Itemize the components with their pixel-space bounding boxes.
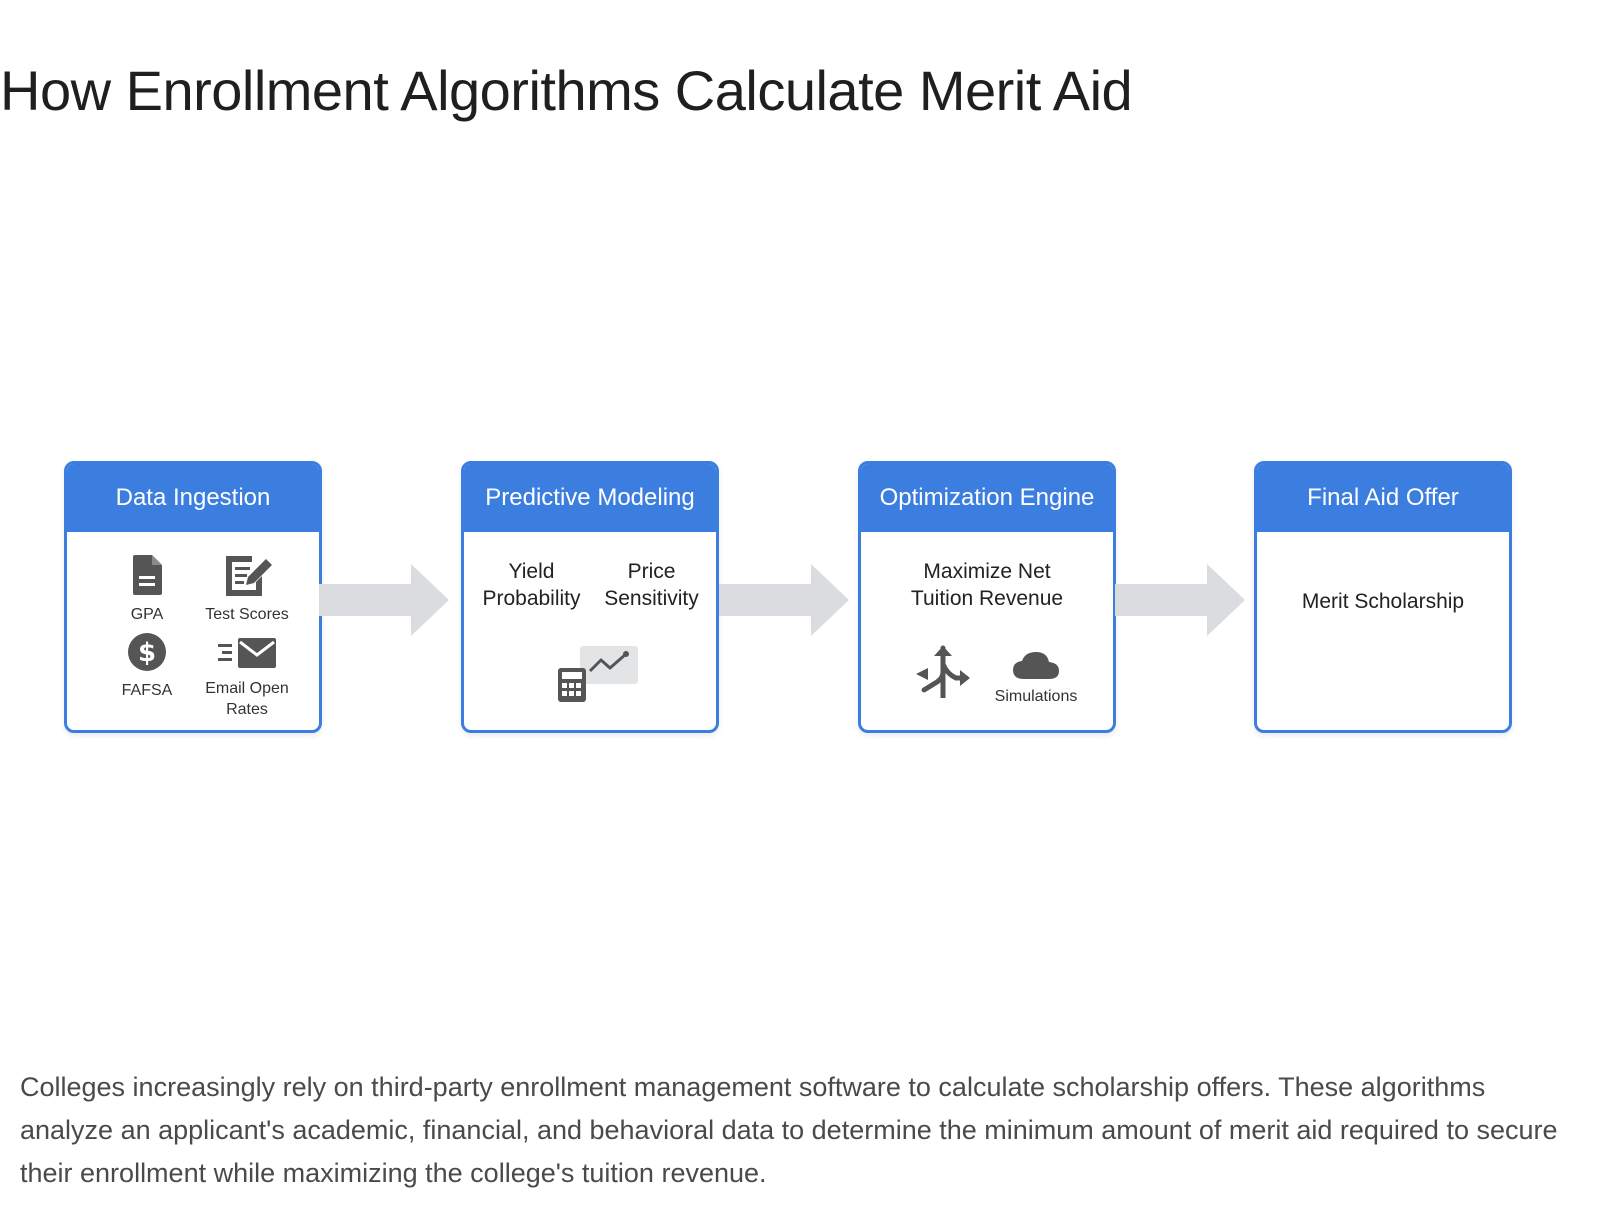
cloud-icon — [1013, 652, 1059, 679]
item-email-open-rates: Email Open Rates — [197, 636, 297, 720]
item-price-sensitivity: Price Sensitivity — [594, 558, 709, 612]
stage-title: Optimization Engine — [861, 464, 1113, 532]
flow-arrow — [1115, 564, 1245, 636]
page-title: How Enrollment Algorithms Calculate Meri… — [0, 59, 1133, 122]
item-label: Yield Probability — [482, 560, 581, 610]
split-arrows-icon — [916, 645, 970, 698]
item-label: GPA — [130, 606, 164, 623]
svg-text:$: $ — [138, 638, 156, 668]
calculator-icon — [558, 668, 586, 702]
item-label: Simulations — [994, 688, 1078, 705]
item-routing — [913, 644, 973, 700]
stage-title: Data Ingestion — [67, 464, 319, 532]
edit-note-icon — [226, 556, 272, 596]
model-icons — [558, 646, 638, 702]
stage-final-aid-offer: Final Aid Offer Merit Scholarship — [1254, 461, 1512, 733]
item-label: FAFSA — [121, 682, 173, 699]
main-text: Maximize Net Tuition Revenue — [910, 560, 1064, 610]
dollar-circle-icon: $ — [128, 633, 166, 671]
stage-main-text: Maximize Net Tuition Revenue — [891, 558, 1083, 612]
stage-predictive-modeling: Predictive Modeling Yield Probability Pr… — [461, 461, 719, 733]
description-paragraph: Colleges increasingly rely on third-part… — [20, 1072, 1558, 1188]
item-test-scores: Test Scores — [197, 552, 297, 625]
main-text: Merit Scholarship — [1301, 590, 1465, 613]
stage-title: Final Aid Offer — [1257, 464, 1509, 532]
stage-main-text: Merit Scholarship — [1301, 588, 1465, 615]
flow-arrow — [719, 564, 849, 636]
item-label: Test Scores — [205, 606, 289, 623]
stage-optimization-engine: Optimization Engine Maximize Net Tuition… — [858, 461, 1116, 733]
flow-arrow — [319, 564, 449, 636]
item-gpa: GPA — [107, 554, 187, 625]
item-simulations: Simulations — [981, 650, 1091, 707]
item-label: Email Open Rates — [205, 680, 289, 718]
email-icon — [218, 638, 276, 668]
item-yield-probability: Yield Probability — [474, 558, 589, 612]
stage-title: Predictive Modeling — [464, 464, 716, 532]
trend-chart-icon — [580, 646, 638, 684]
item-fafsa: $ FAFSA — [107, 632, 187, 701]
item-label: Price Sensitivity — [604, 560, 699, 610]
document-icon — [133, 555, 162, 595]
stage-data-ingestion: Data Ingestion GPA Test Scores — [64, 461, 322, 733]
